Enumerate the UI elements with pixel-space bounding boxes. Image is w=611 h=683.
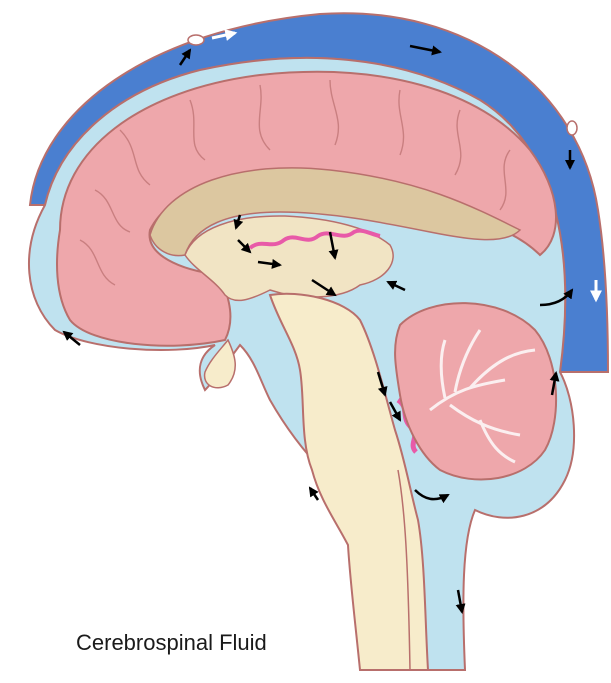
diagram-caption: Cerebrospinal Fluid <box>76 630 267 656</box>
csf-flow-arrow-icon <box>310 488 318 500</box>
arachnoid-granulation-icon <box>188 35 204 45</box>
arachnoid-granulation-icon <box>567 121 577 135</box>
